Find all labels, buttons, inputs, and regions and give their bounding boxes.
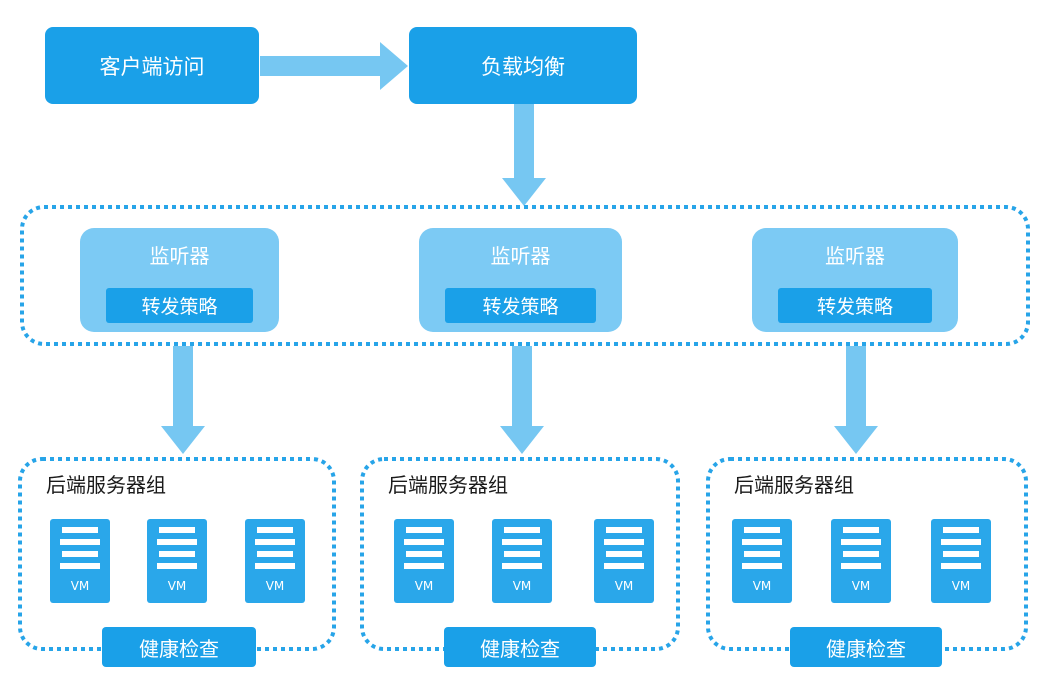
arrow-icon — [502, 104, 546, 206]
vm-server: VM — [732, 519, 792, 603]
vm-server: VM — [831, 519, 891, 603]
client-access-box: 客户端访问 — [45, 27, 259, 104]
vm-label: VM — [167, 579, 187, 593]
vm-label: VM — [752, 579, 772, 593]
listener-3: 监听器 转发策略 — [752, 228, 958, 332]
backend-group-title: 后端服务器组 — [734, 473, 854, 497]
server-rack-icon — [742, 527, 782, 569]
listener-1: 监听器 转发策略 — [80, 228, 279, 332]
vm-server: VM — [492, 519, 552, 603]
server-rack-icon — [604, 527, 644, 569]
health-check-badge: 健康检查 — [444, 627, 596, 667]
listener-title: 监听器 — [825, 244, 885, 268]
listener-2: 监听器 转发策略 — [419, 228, 622, 332]
forwarding-policy: 转发策略 — [106, 288, 253, 323]
server-rack-icon — [157, 527, 197, 569]
server-rack-icon — [255, 527, 295, 569]
arrow-icon — [500, 346, 544, 454]
vm-server: VM — [50, 519, 110, 603]
vm-label: VM — [512, 579, 532, 593]
arrow-icon — [834, 346, 878, 454]
listener-title: 监听器 — [149, 244, 210, 268]
backend-group-border — [360, 457, 680, 651]
vm-server: VM — [931, 519, 991, 603]
vm-server: VM — [245, 519, 305, 603]
vm-server: VM — [147, 519, 207, 603]
server-rack-icon — [60, 527, 100, 569]
server-rack-icon — [502, 527, 542, 569]
listener-zone — [20, 205, 1030, 346]
forwarding-policy: 转发策略 — [445, 288, 596, 323]
health-check-badge: 健康检查 — [790, 627, 942, 667]
vm-server: VM — [594, 519, 654, 603]
health-check-badge: 健康检查 — [102, 627, 256, 667]
client-access-label: 客户端访问 — [99, 54, 205, 79]
backend-group-title: 后端服务器组 — [46, 473, 166, 497]
server-rack-icon — [841, 527, 881, 569]
forwarding-policy: 转发策略 — [778, 288, 932, 323]
backend-group-3: 后端服务器组 VM VM VM — [708, 459, 1026, 649]
vm-label: VM — [851, 579, 871, 593]
vm-label: VM — [265, 579, 285, 593]
vm-label: VM — [70, 579, 90, 593]
server-rack-icon — [941, 527, 981, 569]
listener-title: 监听器 — [490, 244, 551, 268]
load-balancer-box: 负载均衡 — [409, 27, 637, 104]
backend-group-2: 后端服务器组 VM VM VM — [362, 459, 678, 649]
vm-label: VM — [951, 579, 971, 593]
vm-label: VM — [414, 579, 434, 593]
vm-server: VM — [394, 519, 454, 603]
backend-group-title: 后端服务器组 — [388, 473, 508, 497]
vm-label: VM — [614, 579, 634, 593]
load-balancer-label: 负载均衡 — [481, 54, 565, 79]
backend-group-1: 后端服务器组 VM VM VM — [20, 459, 334, 649]
server-rack-icon — [404, 527, 444, 569]
arrow-icon — [260, 42, 408, 90]
arrow-icon — [161, 346, 205, 454]
